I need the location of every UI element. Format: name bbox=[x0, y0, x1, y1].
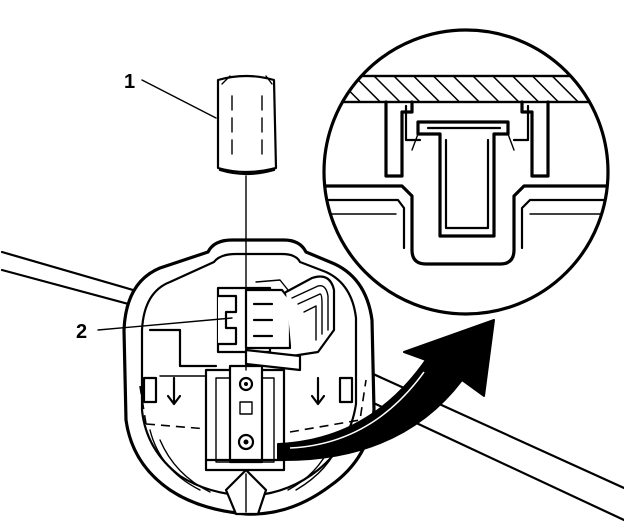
bulb-socket bbox=[216, 275, 336, 372]
callout-1-leader bbox=[141, 79, 217, 119]
callout-2-leader bbox=[97, 317, 233, 331]
lamp-interior bbox=[139, 328, 367, 433]
mounting-bracket bbox=[204, 364, 286, 472]
callout-1-label: 1 bbox=[124, 71, 135, 93]
curved-arrow-icon bbox=[277, 319, 495, 462]
bulb bbox=[216, 74, 278, 176]
callout-2-label: 2 bbox=[76, 321, 87, 343]
detail-view bbox=[322, 28, 610, 316]
